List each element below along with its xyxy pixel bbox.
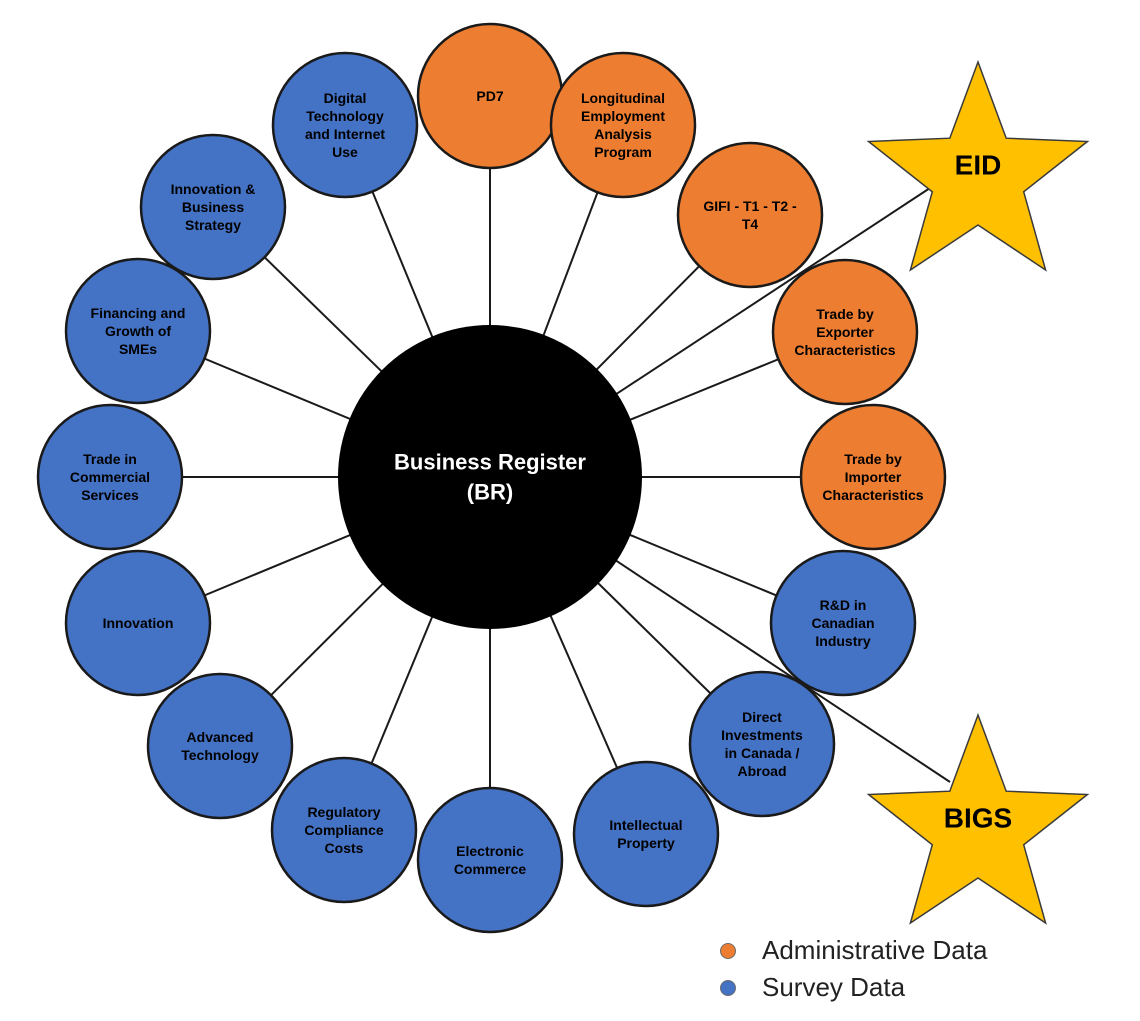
node-rd-canadian-industry-line-3: Industry [815,633,870,649]
node-regulatory-compliance-line-3: Costs [325,840,364,856]
node-trade-commercial-services-line-3: Services [81,487,139,503]
legend-item-survey: Survey Data [720,969,987,1006]
star-eid: EID [866,59,1090,272]
node-trade-commercial-services-line-1: Trade in [83,451,137,467]
business-register-circle [338,325,642,629]
node-advanced-technology-line-1: Advanced [187,729,254,745]
node-financing-smes-line-1: Financing and [91,305,186,321]
node-trade-importer-circle [799,403,947,551]
node-rd-canadian-industry-circle [769,549,917,697]
node-direct-investments-line-2: Investments [721,727,803,743]
node-electronic-commerce-line-1: Electronic [456,843,524,859]
legend-swatch-survey [720,979,736,996]
node-innovation-strategy-line-3: Strategy [185,217,241,233]
node-regulatory-compliance-line-2: Compliance [304,822,384,838]
node-digital-technology-circle [271,51,419,199]
node-rd-canadian-industry-line-2: Canadian [811,615,874,631]
legend-item-administrative: Administrative Data [720,932,987,969]
node-trade-importer-line-2: Importer [845,469,902,485]
star-eid-label: EID [955,150,1002,181]
legend-label-administrative: Administrative Data [762,935,988,965]
node-direct-investments-line-3: in Canada / [725,745,800,761]
node-intellectual-property-line-2: Property [617,835,675,851]
node-pd7: PD7 [416,22,564,170]
node-regulatory-compliance-circle [270,756,418,904]
node-electronic-commerce-circle [416,786,564,934]
legend-swatch-administrative [720,942,736,959]
node-trade-exporter-line-3: Characteristics [794,342,895,358]
node-leap-line-2: Employment [581,108,665,124]
legend: Administrative Data Survey Data [720,932,987,1006]
node-trade-exporter-line-1: Trade by [816,306,874,322]
node-financing-smes-line-2: Growth of [105,323,171,339]
node-trade-commercial-services-circle [36,403,184,551]
node-trade-exporter-circle [771,258,919,406]
business-register-label-line-2: (BR) [467,480,513,505]
node-regulatory-compliance-line-1: Regulatory [307,804,380,820]
node-rd-canadian-industry-line-1: R&D in [820,597,867,613]
star-bigs: BIGS [866,712,1090,925]
node-leap-line-4: Program [594,144,652,160]
node-direct-investments-line-4: Abroad [738,763,787,779]
node-financing-smes-circle [64,257,212,405]
business-register-hub: Business Register (BR) [338,325,642,629]
node-digital-technology-line-2: Technology [306,108,384,124]
node-intellectual-property-line-1: Intellectual [609,817,682,833]
node-innovation-strategy-line-2: Business [182,199,244,215]
node-digital-technology-line-1: Digital [324,90,367,106]
node-direct-investments-line-1: Direct [742,709,782,725]
node-gifi-line-1: GIFI - T1 - T2 - [703,198,797,214]
legend-label-survey: Survey Data [762,972,906,1002]
node-innovation-circle [64,549,212,697]
node-electronic-commerce-line-2: Commerce [454,861,527,877]
node-gifi-line-2: T4 [742,216,759,232]
node-innovation-line-1: Innovation [103,615,174,631]
star-eid-shape [866,59,1090,272]
node-advanced-technology-circle [146,672,294,820]
node-innovation: Innovation [64,549,212,697]
node-intellectual-property-circle [572,760,720,908]
node-gifi-circle [676,141,824,289]
node-advanced-technology-line-2: Technology [181,747,259,763]
node-trade-exporter-line-2: Exporter [816,324,874,340]
business-register-label-line-1: Business Register [394,450,586,475]
node-innovation-strategy-circle [139,133,287,281]
node-pd7-line-1: PD7 [476,88,503,104]
node-leap-circle [549,51,697,199]
node-leap-line-3: Analysis [594,126,652,142]
node-digital-technology-line-3: and Internet [305,126,385,142]
node-trade-importer-line-1: Trade by [844,451,902,467]
node-leap-line-1: Longitudinal [581,90,665,106]
node-financing-smes-line-3: SMEs [119,341,157,357]
node-digital-technology-line-4: Use [332,144,358,160]
node-gifi: GIFI - T1 - T2 - T4 [676,141,824,289]
node-innovation-strategy-line-1: Innovation & [171,181,256,197]
node-trade-commercial-services-line-2: Commercial [70,469,150,485]
star-bigs-shape [866,712,1090,925]
node-trade-importer-line-3: Characteristics [822,487,923,503]
node-direct-investments-circle [688,670,836,818]
star-bigs-label: BIGS [944,803,1012,834]
